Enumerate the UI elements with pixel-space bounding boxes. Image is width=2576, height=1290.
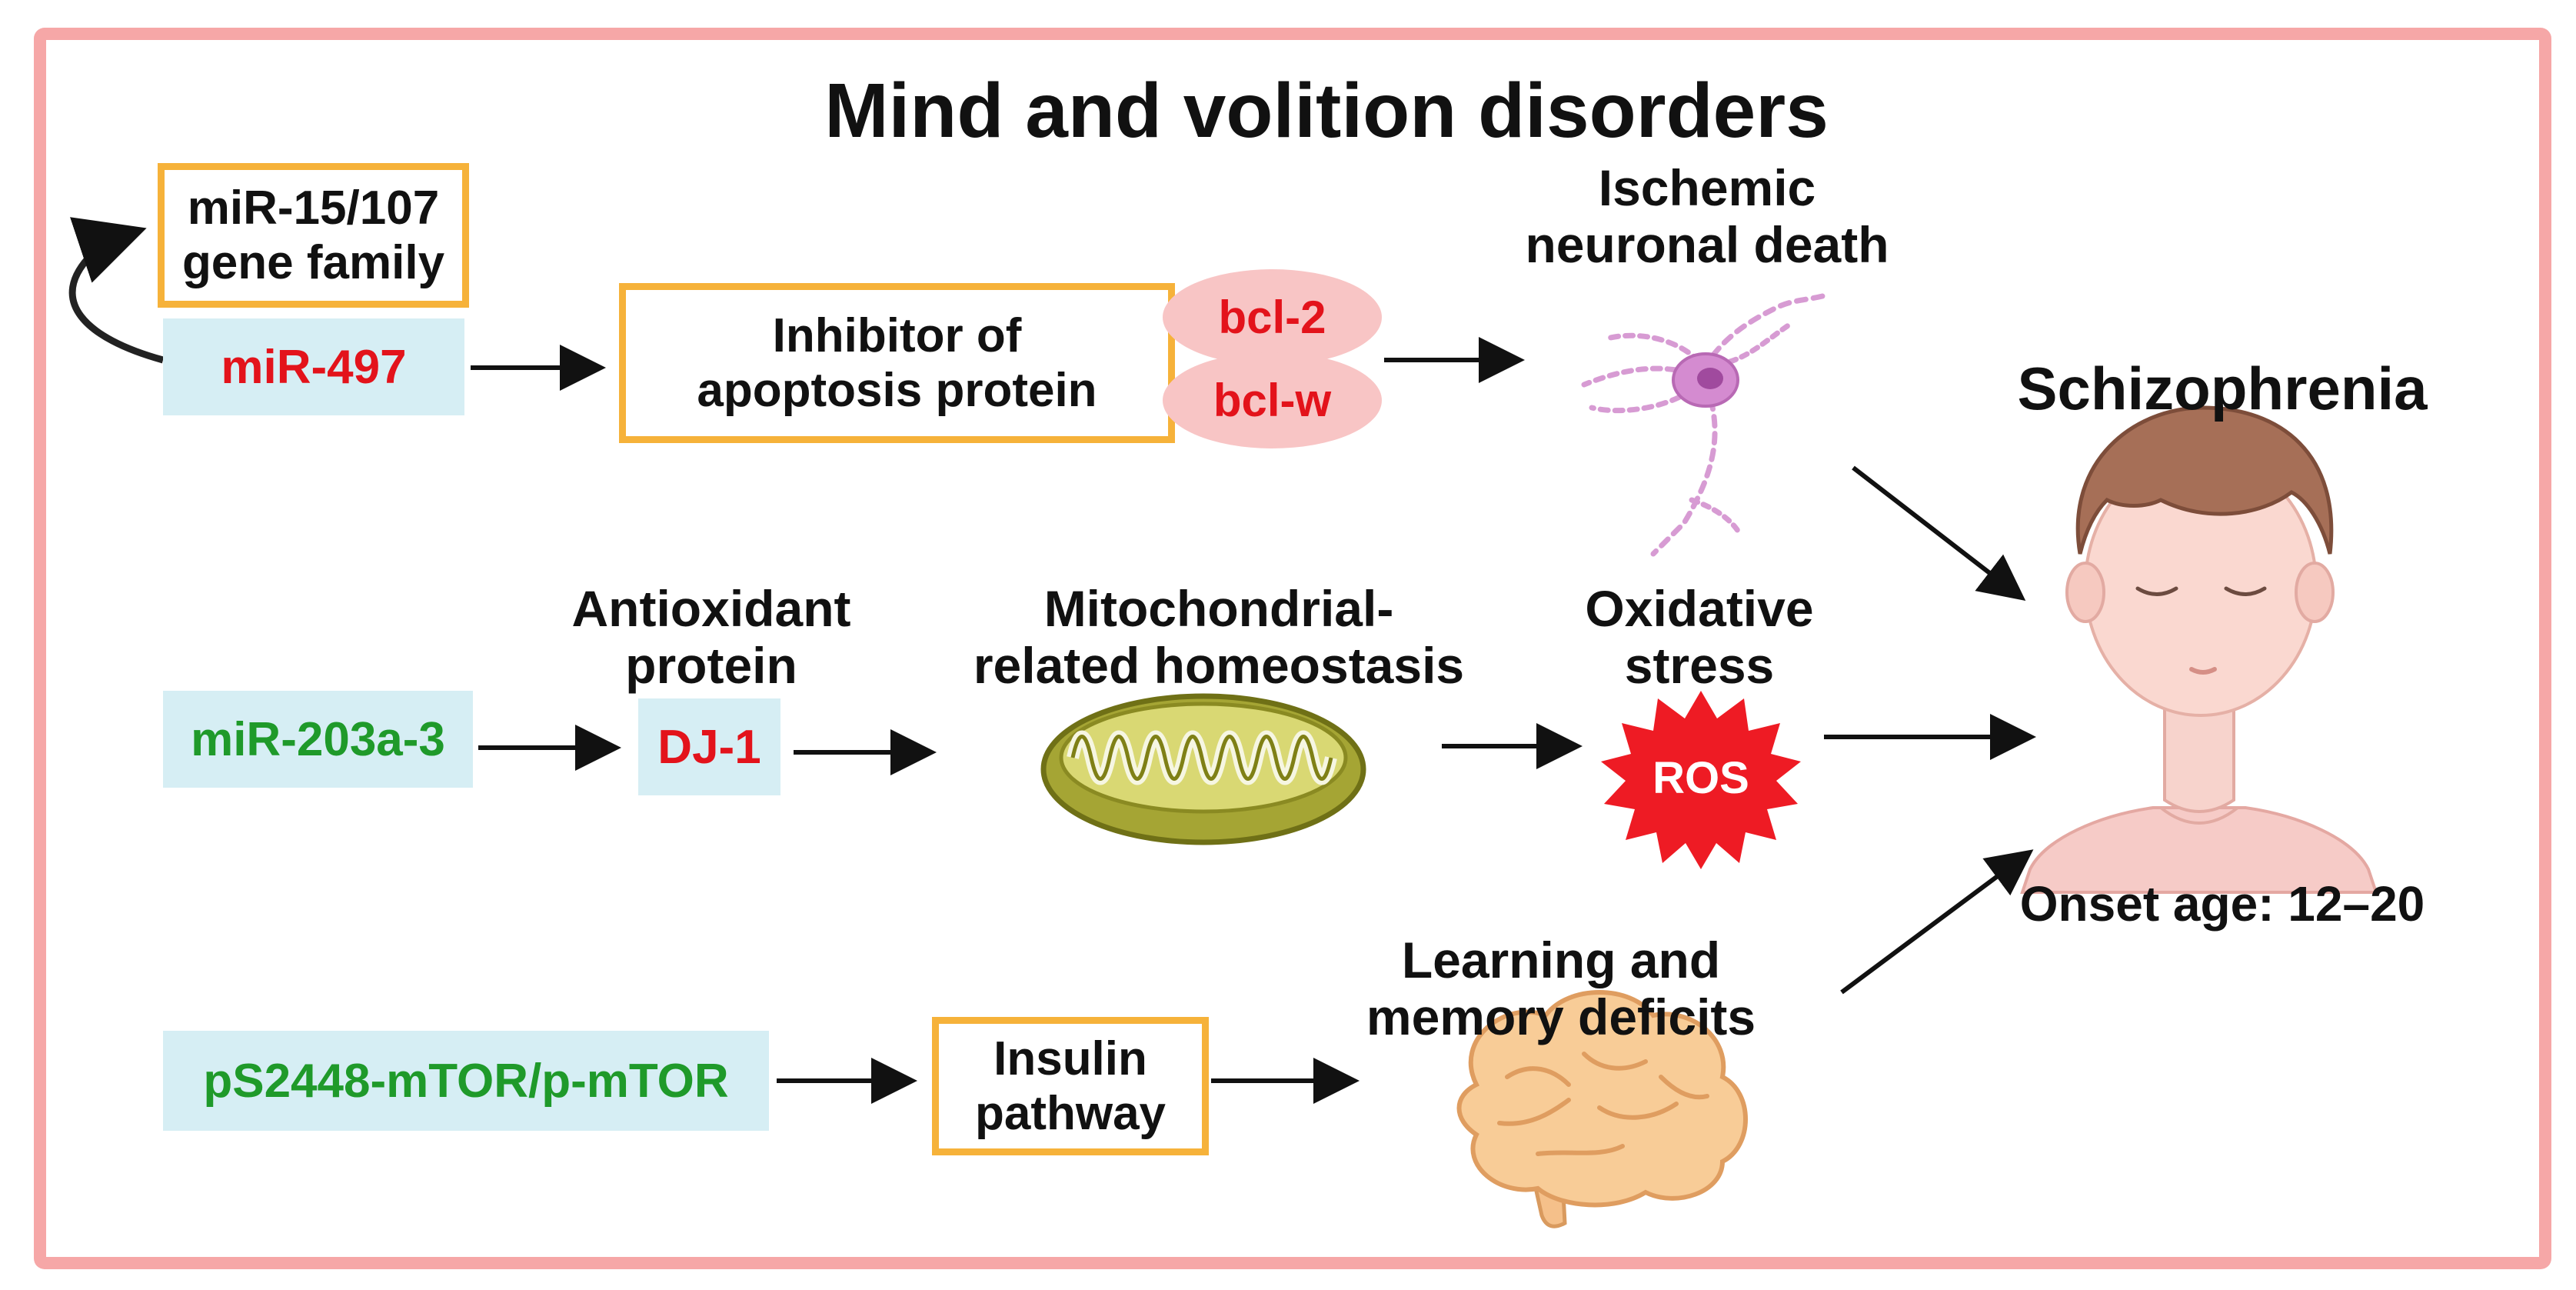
mir497-box: miR-497 — [163, 318, 464, 415]
mir15-family-box: miR-15/107 gene family — [158, 163, 469, 308]
mir203-box: miR-203a-3 — [163, 691, 473, 788]
mito-line2: related homeostasis — [973, 636, 1465, 694]
child-face-icon — [2020, 405, 2378, 894]
mir15-family-line1: miR-15/107 — [187, 181, 440, 235]
dj1-box: DJ-1 — [638, 698, 780, 795]
ischemic-line1: Ischemic — [1598, 159, 1816, 216]
mitochondrion-icon — [1040, 693, 1366, 845]
ischemic-label: Ischemic neuronal death — [1492, 159, 1922, 274]
curved-arrow — [68, 217, 165, 364]
schizophrenia-label: Schizophrenia — [2017, 355, 2428, 422]
ros-burst-icon — [1601, 691, 1801, 869]
inhibitor-apoptosis-box: Inhibitor of apoptosis protein — [619, 283, 1175, 443]
onset-age-label: Onset age: 12–20 — [2019, 876, 2425, 932]
diagram-title: Mind and volition disorders — [824, 68, 1829, 154]
bcl2-pill: bcl-2 — [1163, 269, 1382, 365]
mir15-family-line2: gene family — [181, 236, 445, 289]
diagram-frame — [34, 28, 2551, 1269]
arrow-learning-schizophrenia — [1840, 849, 2034, 995]
ros-label: ROS — [1652, 753, 1749, 803]
brain-icon — [1456, 990, 1748, 1228]
inhibitor-line1: Inhibitor of — [772, 308, 1022, 362]
mito-line1: Mitochondrial- — [1043, 580, 1394, 637]
bclw-pill: bcl-w — [1163, 352, 1382, 448]
learning-line1: Learning and — [1401, 932, 1721, 988]
neuron-icon — [1581, 293, 1825, 557]
inhibitor-line2: apoptosis protein — [697, 364, 1097, 417]
insulin-pathway-box: Insulin pathway — [932, 1017, 1209, 1155]
learning-line2: memory deficits — [1366, 988, 1756, 1045]
antioxidant-label: Antioxidant protein — [523, 580, 900, 695]
ischemic-line2: neuronal death — [1525, 215, 1889, 273]
antioxidant-line2: protein — [625, 636, 797, 694]
mtor-box: pS2448-mTOR/p-mTOR — [163, 1031, 769, 1131]
insulin-line1: Insulin — [993, 1032, 1147, 1085]
oxidative-line1: Oxidative — [1585, 580, 1814, 637]
insulin-line2: pathway — [974, 1087, 1167, 1140]
oxidative-stress-label: Oxidative stress — [1530, 580, 1869, 695]
mito-label: Mitochondrial- related homeostasis — [957, 580, 1480, 695]
oxidative-line2: stress — [1624, 636, 1775, 694]
antioxidant-line1: Antioxidant — [571, 580, 851, 637]
arrow-ischemic-schizophrenia — [1852, 465, 2026, 601]
learning-memory-label: Learning and memory deficits — [1346, 932, 1776, 1046]
